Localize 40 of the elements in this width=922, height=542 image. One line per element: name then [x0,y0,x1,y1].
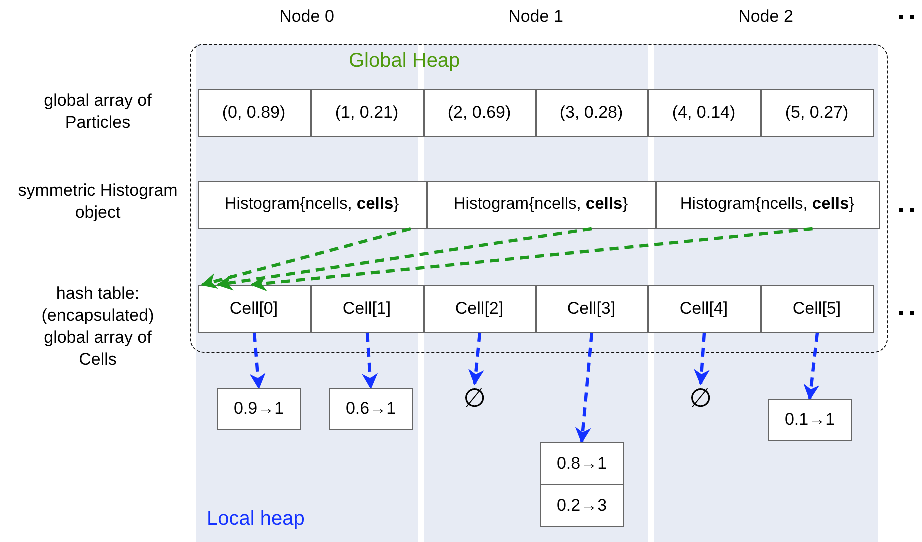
array-cell: Cell[0] [198,284,310,332]
row-label: symmetric Histogram object [18,180,178,224]
global-heap-region [190,44,888,353]
histogram-cell: Histogram{ncells, cells} [426,180,656,228]
dashed-arrow [200,227,412,289]
dashed-arrow [804,332,820,401]
array-cell: 0.6→1 [329,388,413,430]
dashed-arrow [250,332,266,390]
dashed-arrow [575,332,594,444]
row-label: hash table: (encapsulated) global array of Cells [40,283,156,371]
column-heading: Node 1 [508,7,564,27]
empty-set-symbol: ∅ [463,384,487,412]
array-cell: Cell[3] [536,284,648,332]
array-cell: (0, 0.89) [198,88,310,136]
dashed-arrow [694,332,710,386]
array-cell: (4, 0.14) [648,88,760,136]
array-cell: Cell[5] [760,284,874,332]
array-cell: 0.9→1 [217,388,301,430]
dashed-arrow [250,227,813,292]
array-cell: Cell[2] [424,284,536,332]
array-cell: Cell[1] [310,284,424,332]
histogram-cell: Histogram{ncells, cells} [656,180,880,228]
array-cell: (1, 0.21) [310,88,424,136]
histogram-cell: Histogram{ncells, cells} [198,180,426,228]
dashed-arrow [362,332,378,390]
dashed-arrow [216,227,592,291]
local-heap-label: Local heap [207,508,305,531]
region-title: Global Heap [349,50,460,73]
array-cell: 0.1→1 [768,399,852,441]
row-label: global array of Particles [43,90,153,134]
array-cell: Cell[4] [648,284,760,332]
column-heading: Node 2 [738,7,794,27]
empty-set-symbol: ∅ [689,384,713,412]
array-cell: (3, 0.28) [536,88,648,136]
array-cell: (5, 0.27) [760,88,874,136]
array-cell: (2, 0.69) [424,88,536,136]
array-cell: 0.2→3 [540,484,624,527]
array-cell: 0.8→1 [540,442,624,485]
column-heading: Node 0 [278,7,336,27]
dashed-arrow [468,332,484,386]
